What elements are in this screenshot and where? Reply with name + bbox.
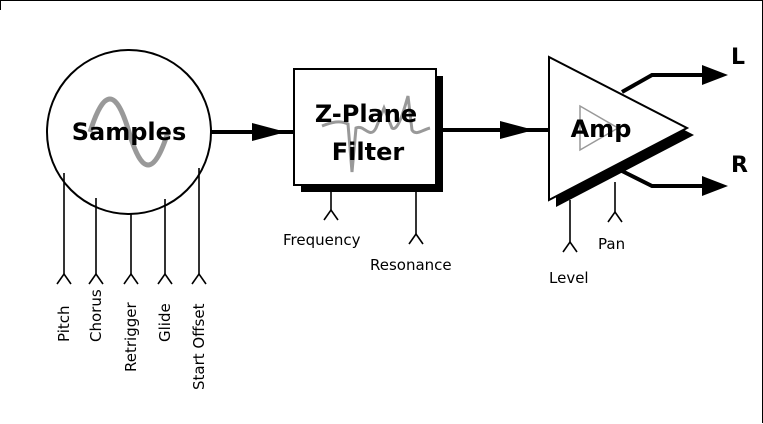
samples-mod-stems bbox=[56, 168, 207, 285]
sine-wave-icon bbox=[87, 96, 171, 168]
output-left: L bbox=[621, 45, 745, 94]
arrow-right-icon bbox=[702, 176, 728, 196]
filter-title-line2: Filter bbox=[332, 138, 405, 166]
arrow-right-icon bbox=[500, 121, 534, 139]
wire-samples-to-filter bbox=[211, 123, 294, 141]
small-triangle-icon bbox=[579, 104, 620, 152]
output-right-label: R bbox=[731, 153, 748, 178]
zplane-filter: Z-Plane Filter Frequency Resonance bbox=[283, 68, 452, 274]
amp: Amp Level Pan bbox=[548, 55, 694, 287]
filter-resonance-label: Resonance bbox=[370, 256, 452, 274]
mod-label-start-offset: Start Offset bbox=[190, 303, 208, 390]
mod-label-glide: Glide bbox=[156, 303, 174, 342]
samples-title: Samples bbox=[72, 118, 186, 146]
wire-filter-to-amp bbox=[436, 121, 549, 139]
mod-label-chorus: Chorus bbox=[87, 289, 105, 342]
arrow-right-icon bbox=[252, 123, 286, 141]
samples-oscillator: Samples Pitch Chorus Retrigger Glide Sta… bbox=[46, 49, 212, 390]
arrow-right-icon bbox=[702, 65, 728, 85]
mod-label-pitch: Pitch bbox=[55, 305, 73, 342]
amp-title: Amp bbox=[571, 115, 632, 143]
output-left-label: L bbox=[731, 45, 745, 70]
amp-pan-label: Pan bbox=[598, 235, 625, 253]
amp-level-label: Level bbox=[549, 269, 589, 287]
output-right: R bbox=[619, 153, 748, 196]
mod-label-retrigger: Retrigger bbox=[122, 302, 140, 372]
filter-title-line1: Z-Plane bbox=[315, 100, 417, 128]
filter-frequency-label: Frequency bbox=[283, 231, 361, 249]
filter-response-icon bbox=[321, 95, 431, 173]
